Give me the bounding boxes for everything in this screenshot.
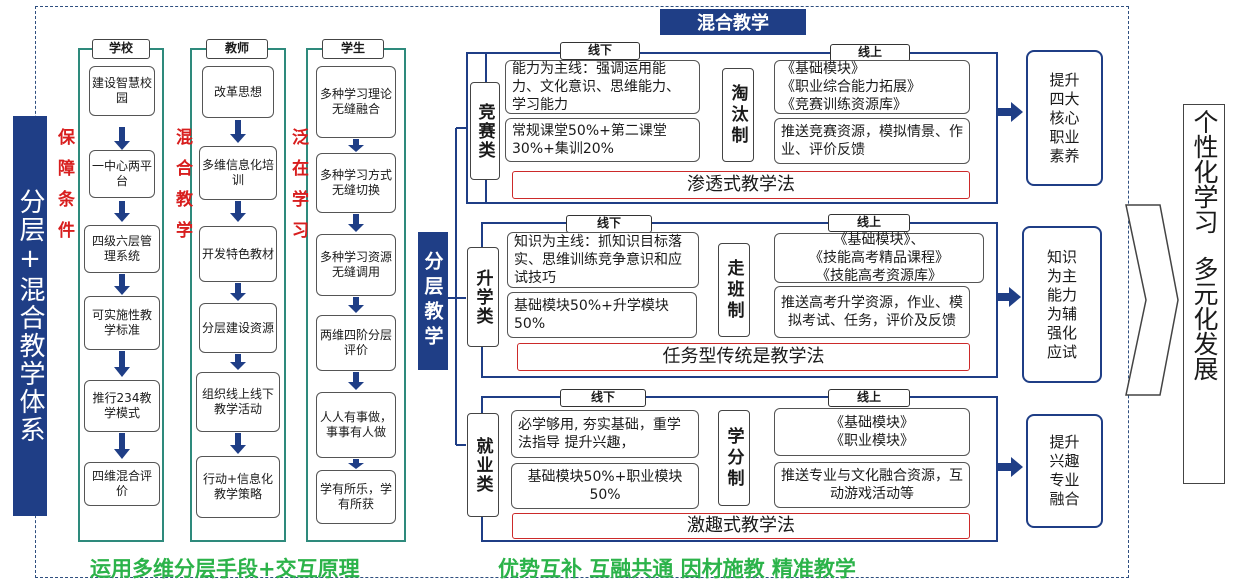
left-title-bar: 分层+混合教学体系: [13, 116, 47, 516]
student-item-5: 人人有事做，事事有人做: [316, 392, 396, 458]
section-admission-online-1: 《基础模块》、 《技能高考精品课程》 《技能高考资源库》: [774, 232, 984, 284]
school-item-4: 可实施性教学标准: [84, 296, 160, 350]
section-admission-mechanism: 走班制: [718, 243, 750, 337]
student-item-1: 多种学习理论无缝融合: [316, 66, 396, 138]
section-employment-online-2: 推送专业与文化融合资源，互动游戏活动等: [774, 462, 970, 508]
teacher-item-1: 改革思想: [202, 66, 274, 118]
teacher-item-2: 多维信息化培训: [199, 146, 277, 200]
label-ubiquitous: 泛在学习: [288, 128, 308, 252]
section-admission-online-tag: 线上: [828, 214, 910, 232]
student-item-3: 多种学习资源无缝调用: [316, 234, 396, 296]
label-guarantee: 保障条件: [54, 128, 74, 252]
section-admission-offline-1: 知识为主线：抓知识目标落实、思维训练竞争意识和应试技巧: [507, 232, 699, 288]
teacher-item-4: 分层建设资源: [199, 303, 277, 353]
big-chevron-arrow: [1125, 204, 1179, 396]
column-head-student: 学生: [322, 39, 384, 59]
left-title: 分层+混合教学体系: [15, 188, 45, 444]
column-down-arrows: [114, 120, 364, 469]
outcome-employment: 提升兴趣专业融合: [1026, 414, 1103, 528]
section-competition-mechanism: 淘汰制: [722, 68, 754, 162]
section-employment-method: 激趣式教学法: [512, 513, 970, 539]
section-admission-method: 任务型传统是教学法: [517, 343, 970, 371]
right-result-box: 个性化学习 多元化发展: [1183, 104, 1225, 484]
school-item-3: 四级六层管理系统: [84, 225, 160, 273]
school-item-2: 一中心两平台: [89, 150, 155, 198]
outcome-competition: 提升四大核心职业素养: [1026, 50, 1103, 186]
bottom-right-slogan: 优势互补 互融共通 因材施教 精准教学: [498, 557, 856, 581]
section-competition-offline-2: 常规课堂50%+第二课堂30%+集训20%: [505, 118, 700, 162]
section-competition-offline-tag: 线下: [560, 42, 640, 60]
teacher-item-5: 组织线上线下教学活动: [196, 372, 280, 432]
section-admission-offline-2: 基础模块50%+升学模块50%: [507, 292, 697, 338]
section-admission-online-2: 推送高考升学资源，作业、模拟考试、任务，评价及反馈: [774, 286, 970, 338]
section-employment-offline-1: 必学够用, 夯实基础，重学法指导 提升兴趣，: [511, 410, 699, 458]
school-item-1: 建设智慧校园: [89, 66, 155, 116]
right-title-1: 个性化学习: [1190, 109, 1219, 234]
section-employment-online-tag: 线上: [828, 389, 910, 407]
section-admission-offline-tag: 线下: [566, 215, 652, 233]
column-head-school: 学校: [92, 39, 150, 59]
school-item-6: 四维混合评价: [84, 462, 160, 506]
section-competition-online-2: 推送竞赛资源，模拟情景、作业、评价反馈: [774, 118, 970, 164]
section-employment-online-1: 《基础模块》 《职业模块》: [774, 408, 970, 456]
outcome-arrows: [997, 102, 1023, 477]
section-competition-label: 竞赛类: [470, 82, 500, 180]
section-employment-label: 就业类: [467, 413, 499, 517]
student-item-4: 两维四阶分层评价: [316, 315, 396, 371]
student-item-2: 多种学习方式无缝切换: [316, 153, 396, 213]
right-title-2: 多元化发展: [1190, 256, 1219, 381]
teacher-item-3: 开发特色教材: [199, 226, 277, 282]
section-employment-offline-tag: 线下: [560, 389, 646, 407]
top-title: 混合教学: [660, 9, 806, 35]
student-item-6: 学有所乐，学有所获: [316, 470, 396, 524]
section-admission-label: 升学类: [467, 247, 499, 347]
school-item-5: 推行234教学模式: [84, 380, 160, 432]
column-head-teacher: 教师: [206, 39, 268, 59]
middle-title: 分层教学: [418, 232, 448, 370]
section-competition-online-1: 《基础模块》 《职业综合能力拓展》 《竞赛训练资源库》: [774, 60, 970, 114]
bottom-left-slogan: 运用多维分层手段+交互原理: [90, 557, 360, 581]
bracket-lines: [448, 127, 466, 446]
label-hybrid: 混合教学: [172, 128, 192, 252]
section-employment-offline-2: 基础模块50%+职业模块50%: [511, 463, 699, 509]
teacher-item-6: 行动+信息化教学策略: [196, 456, 280, 518]
section-competition-method: 渗透式教学法: [512, 171, 970, 199]
section-employment-mechanism: 学分制: [718, 410, 750, 506]
section-competition-online-tag: 线上: [830, 44, 910, 62]
section-competition-offline-1: 能力为主线：强调运用能力、文化意识、思维能力、学习能力: [505, 60, 700, 114]
outcome-admission: 知识为主能力为辅强化应试: [1022, 226, 1102, 383]
